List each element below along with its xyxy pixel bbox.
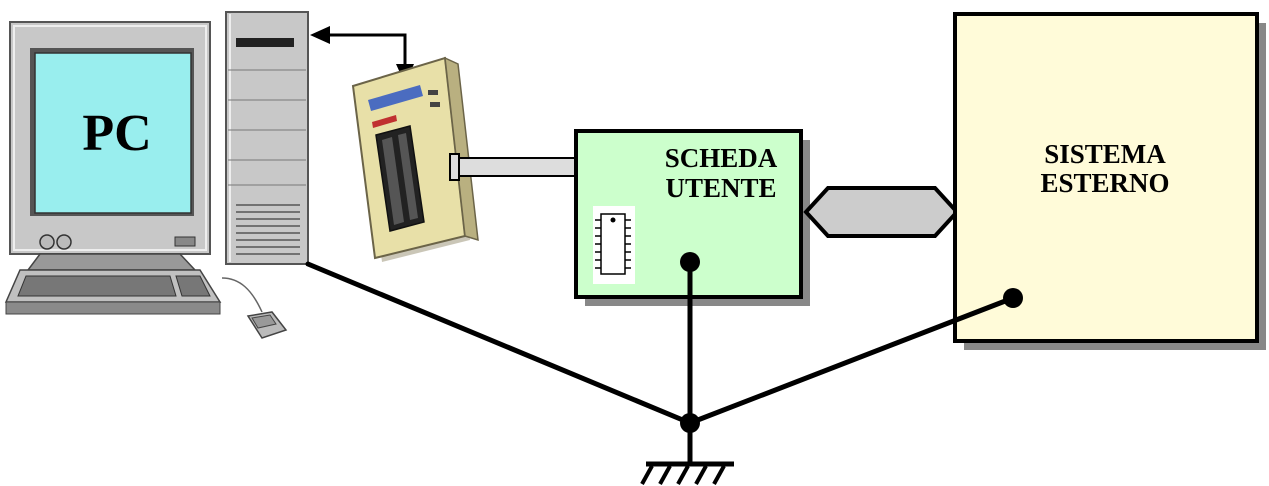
ground-symbol-icon	[640, 461, 734, 485]
bus-double-arrow	[803, 186, 960, 238]
ground-junction-node	[680, 413, 700, 433]
pc-computer: PC	[4, 11, 309, 339]
user-board: SCHEDA UTENTE	[574, 129, 810, 306]
external-system: SISTEMA ESTERNO	[953, 12, 1266, 350]
ic-chip-icon	[593, 206, 635, 284]
external-system-box	[953, 12, 1259, 343]
pc-label: PC	[82, 105, 151, 162]
board-ground-node	[680, 252, 700, 272]
mouse	[221, 277, 288, 339]
ground-wiring	[305, 252, 1023, 463]
external-system-label-line2: ESTERNO	[1040, 168, 1169, 198]
monitor-screen	[34, 52, 192, 214]
device-programmer	[351, 56, 479, 262]
user-board-label-line2: UTENTE	[665, 173, 776, 203]
ground-wire-pc	[305, 261, 693, 426]
ground-wire-system	[687, 295, 1016, 426]
zif-socket	[375, 125, 425, 232]
external-system-label-line1: SISTEMA	[1044, 139, 1166, 169]
system-ground-node	[1003, 288, 1023, 308]
monitor: PC	[9, 21, 211, 271]
user-board-label-line1: SCHEDA	[665, 143, 778, 173]
pc-tower	[225, 11, 309, 265]
keyboard	[4, 269, 222, 315]
